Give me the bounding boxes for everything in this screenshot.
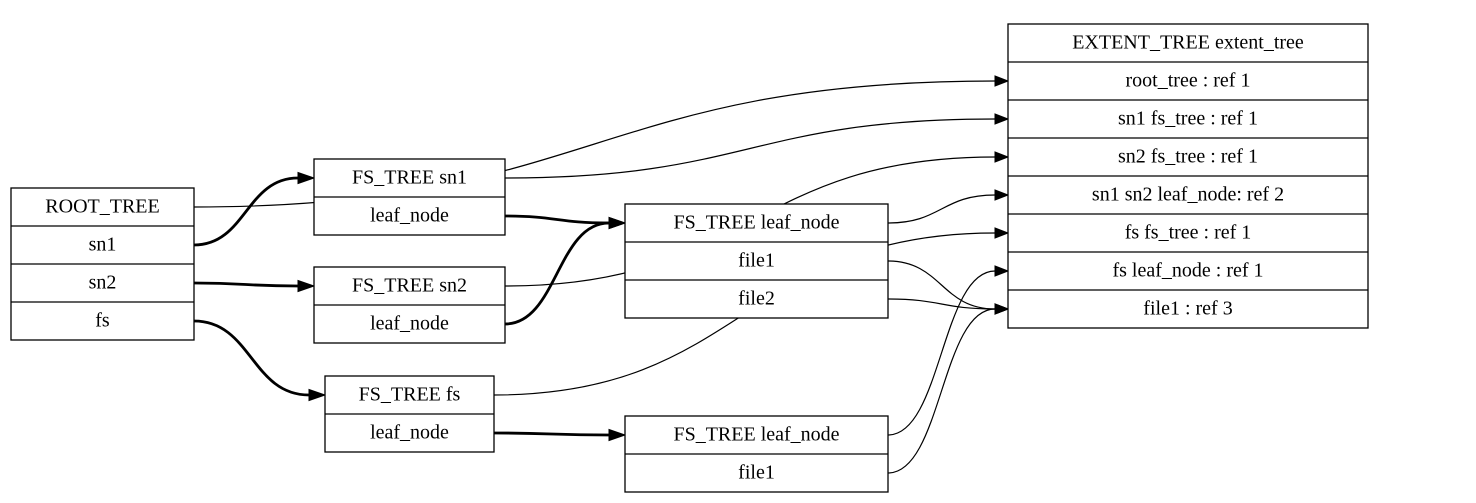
node-title: FS_TREE sn1 (352, 167, 467, 189)
edge-fs-sn2-1-to-leaf-shared-0 (504, 216, 627, 326)
arrowhead-icon (994, 227, 1010, 239)
node-border (624, 203, 889, 319)
arrowhead-icon (608, 216, 627, 230)
node-field: sn2 (89, 272, 117, 294)
edge-fs-fs-1-to-leaf-fs-0 (493, 428, 627, 442)
edge-fs-sn1-0-to-extent-tree-2 (504, 113, 1010, 179)
node-field: file1 : ref 3 (1143, 298, 1232, 320)
edge-line (887, 260, 996, 310)
arrowhead-icon (994, 151, 1010, 163)
edge-leaf-fs-0-to-extent-tree-6 (887, 265, 1010, 436)
arrowhead-icon (994, 303, 1010, 315)
node-field: fs fs_tree : ref 1 (1125, 222, 1252, 244)
edge-line (193, 176, 299, 247)
node-field: file2 (738, 288, 775, 310)
edge-line (504, 214, 610, 225)
node-title: FS_TREE leaf_node (673, 212, 839, 234)
arrowhead-icon (994, 189, 1010, 201)
node-field: file1 (738, 250, 775, 272)
edge-leaf-shared-0-to-extent-tree-4 (887, 189, 1010, 224)
node-field: leaf_node (370, 313, 449, 335)
node-field: file1 (738, 462, 775, 484)
edge-leaf-shared-1-to-extent-tree-7 (887, 260, 1010, 315)
edge-leaf-fs-1-to-extent-tree-7 (887, 303, 1010, 474)
node-fs-fs: FS_TREE fs leaf_node (324, 375, 495, 453)
node-field: sn1 (89, 234, 117, 256)
node-field: sn2 fs_tree : ref 1 (1118, 146, 1258, 168)
arrowhead-icon (994, 75, 1010, 87)
arrowhead-icon (308, 388, 327, 402)
node-title: FS_TREE sn2 (352, 275, 467, 297)
edge-root-tree-2-to-fs-sn2-0 (193, 279, 316, 293)
arrowhead-icon (608, 428, 627, 442)
edge-line (504, 118, 996, 179)
node-field: leaf_node (370, 422, 449, 444)
edge-line (887, 298, 996, 310)
edge-root-tree-3-to-fs-fs-0 (193, 319, 327, 402)
node-fs-sn2: FS_TREE sn2 leaf_node (313, 266, 506, 344)
edge-line (887, 270, 996, 436)
node-title: ROOT_TREE (45, 196, 159, 218)
arrowhead-icon (297, 171, 316, 185)
node-extent-tree: EXTENT_TREE extent_tree root_tree : ref 1… (1007, 23, 1369, 329)
edge-line (193, 319, 310, 397)
edge-leaf-shared-2-to-extent-tree-7 (887, 298, 1010, 315)
edge-line (193, 281, 299, 288)
node-field: fs leaf_node : ref 1 (1112, 260, 1263, 282)
node-title: EXTENT_TREE extent_tree (1072, 32, 1304, 54)
edge-line (887, 308, 996, 474)
node-leaf-fs: FS_TREE leaf_node file1 (624, 415, 889, 493)
node-fs-sn1: FS_TREE sn1 leaf_node (313, 158, 506, 236)
edge-line (493, 431, 610, 437)
arrowhead-icon (994, 113, 1010, 125)
node-title: FS_TREE fs (359, 384, 461, 406)
node-root-tree: ROOT_TREE sn1 sn2 fs (10, 187, 195, 341)
node-field: sn1 sn2 leaf_node: ref 2 (1092, 184, 1284, 206)
edge-line (504, 221, 610, 326)
node-field: leaf_node (370, 205, 449, 227)
edge-root-tree-1-to-fs-sn1-0 (193, 171, 316, 247)
node-field: sn1 fs_tree : ref 1 (1118, 108, 1258, 130)
node-leaf-shared: FS_TREE leaf_node file1 file2 (624, 203, 889, 319)
arrowhead-icon (994, 265, 1010, 277)
edge-line (887, 194, 996, 224)
node-title: FS_TREE leaf_node (673, 424, 839, 446)
arrowhead-icon (297, 279, 316, 293)
node-field: fs (95, 310, 110, 332)
node-field: root_tree : ref 1 (1126, 70, 1251, 92)
